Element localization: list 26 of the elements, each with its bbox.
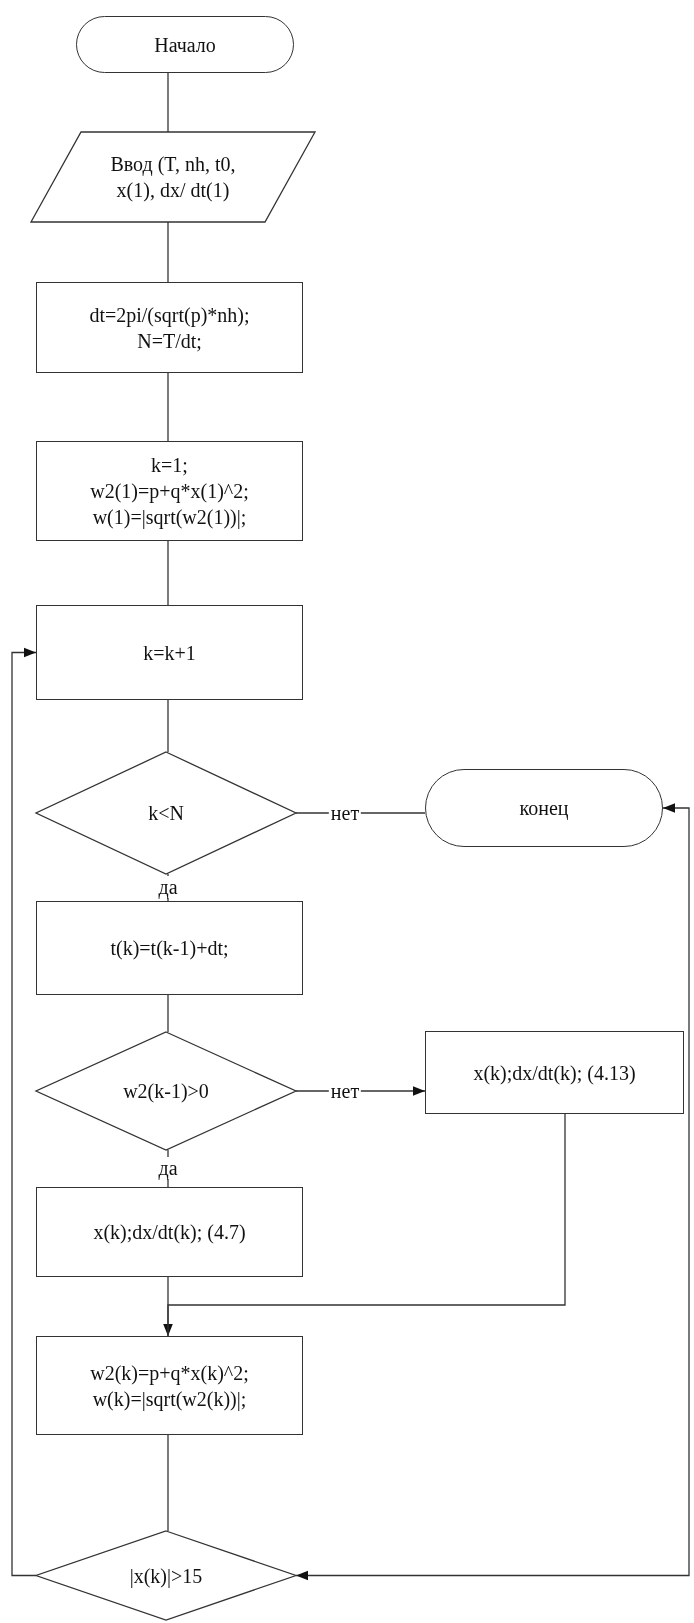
connector-line xyxy=(167,221,169,283)
process-box: x(k);dx/dt(k); (4.13) xyxy=(425,1031,684,1114)
connector-line xyxy=(167,1149,169,1188)
condition-text: |x(k)|>15 xyxy=(129,1563,203,1589)
arrow xyxy=(295,803,690,1581)
process-box: t(k)=t(k-1)+dt; xyxy=(36,901,303,995)
process-box: w2(k)=p+q*x(k)^2; w(k)=|sqrt(w2(k))|; xyxy=(36,1336,303,1435)
terminal-shape: Начало xyxy=(76,16,294,73)
terminal-shape: конец xyxy=(425,769,663,847)
edge-label: да xyxy=(156,876,180,898)
connector-line xyxy=(167,372,169,442)
connector-line xyxy=(167,540,169,606)
process-box: k=1; w2(1)=p+q*x(1)^2; w(1)=|sqrt(w2(1))|; xyxy=(36,441,303,541)
input-text: Ввод (T, nh, t0, x(1), dx/ dt(1) xyxy=(109,152,237,203)
edge-label: да xyxy=(156,1157,180,1179)
process-box: k=k+1 xyxy=(36,605,303,700)
connector-line xyxy=(167,1434,169,1532)
connector-line xyxy=(167,994,169,1033)
condition-text: w2(k-1)>0 xyxy=(123,1079,209,1104)
process-box: dt=2pi/(sqrt(p)*nh); N=T/dt; xyxy=(36,282,303,373)
arrow xyxy=(11,647,37,1577)
condition-text: k<N xyxy=(148,801,184,826)
connector-line xyxy=(167,72,169,133)
process-box: x(k);dx/dt(k); (4.7) xyxy=(36,1187,303,1277)
connector-line xyxy=(167,699,169,753)
connector-line xyxy=(167,1276,169,1337)
